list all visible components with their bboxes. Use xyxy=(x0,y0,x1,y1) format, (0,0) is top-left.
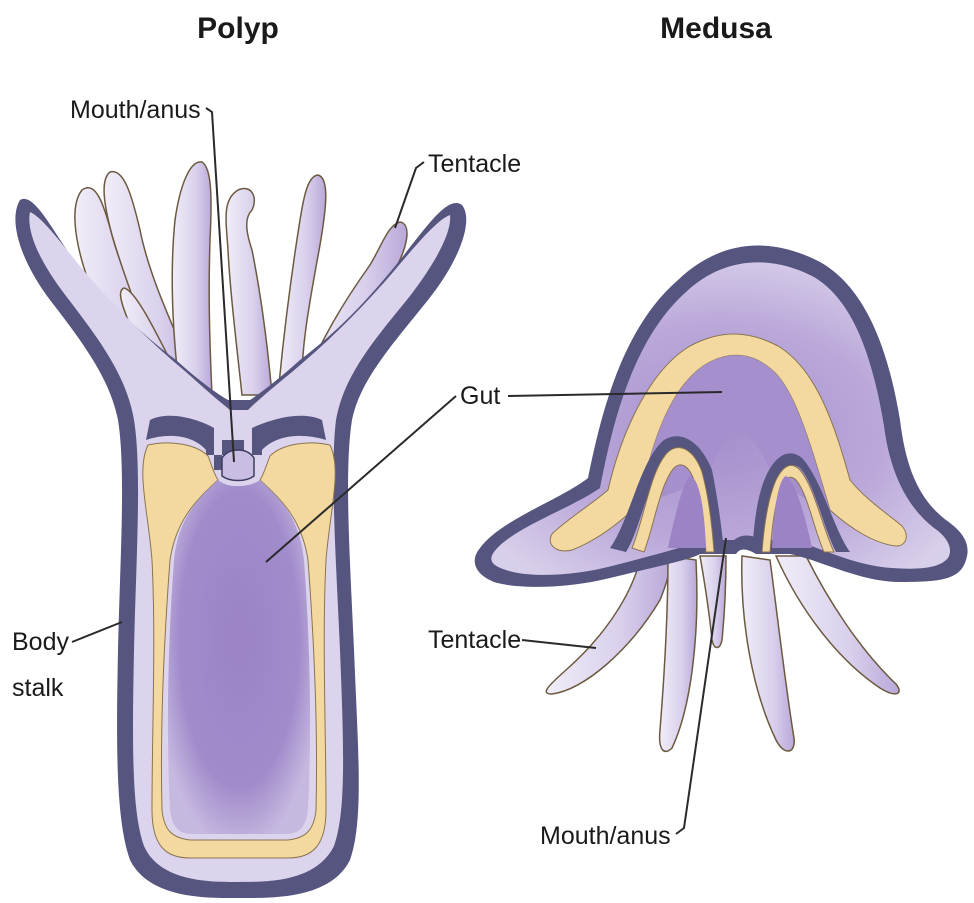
medusa-title: Medusa xyxy=(660,12,772,45)
medusa-label-gut: Gut xyxy=(460,382,500,410)
medusa-label-tentacle: Tentacle xyxy=(428,626,521,654)
polyp-tentacle-4 xyxy=(226,189,272,395)
polyp-leader-tentacle xyxy=(395,162,424,228)
medusa-label-mouth-anus: Mouth/anus xyxy=(540,822,671,850)
medusa-tentacles xyxy=(546,556,899,751)
medusa-leader-tentacle xyxy=(522,640,596,648)
polyp-label-body: Body xyxy=(12,628,69,656)
polyp-label-stalk: stalk xyxy=(12,674,64,702)
polyp-title: Polyp xyxy=(197,12,279,45)
polyp-tentacle-3 xyxy=(172,162,212,395)
polyp-gut-cavity xyxy=(168,480,310,834)
polyp-leader-body-stalk xyxy=(72,622,122,642)
polyp-label-tentacle: Tentacle xyxy=(428,150,521,178)
polyp-figure: Polyp Mouth/anus Tentacle Body stal xyxy=(12,12,521,898)
polyp-label-mouth-anus: Mouth/anus xyxy=(70,96,201,124)
medusa-figure: Medusa Gut Tentacle Mouth/anus xyxy=(266,12,968,850)
polyp-mouth-opening xyxy=(222,450,254,481)
medusa-tentacle-3 xyxy=(742,556,794,751)
